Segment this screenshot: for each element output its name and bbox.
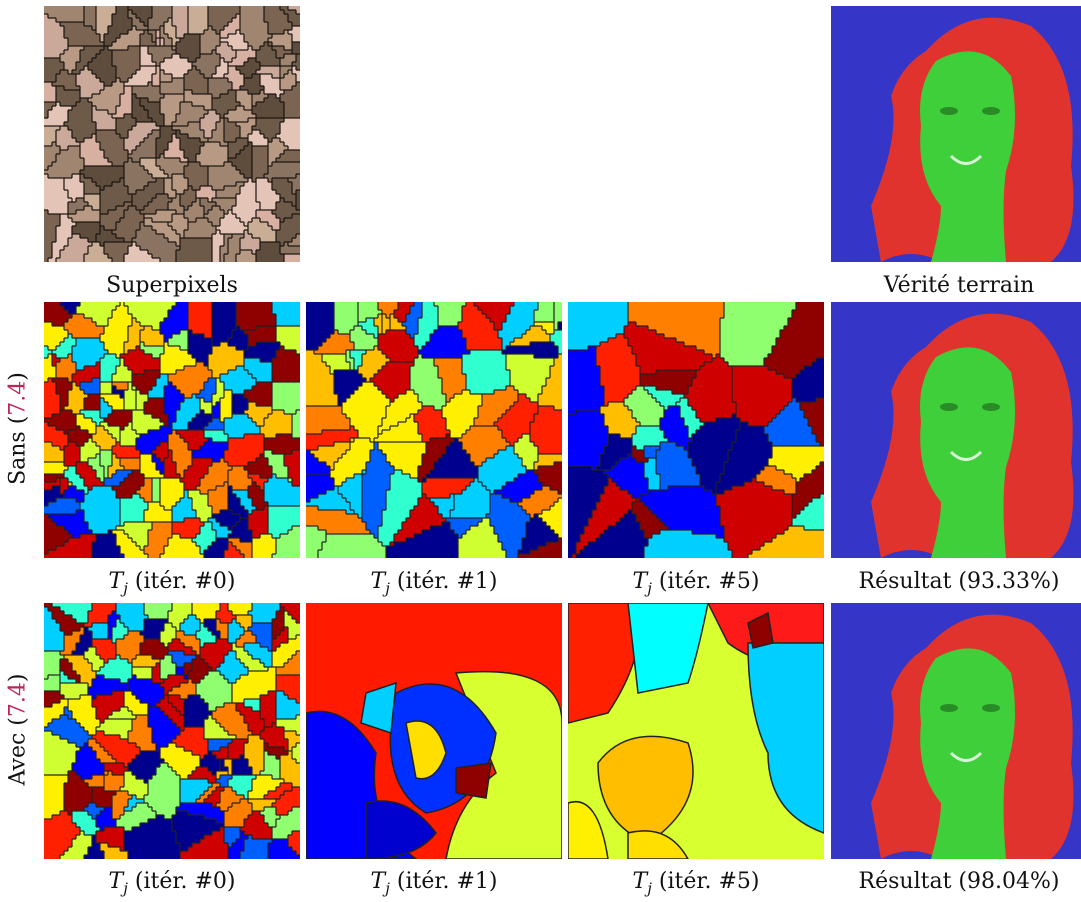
row1-result-panel (831, 302, 1081, 558)
row1-iter5-panel (568, 302, 824, 558)
superpixels-caption: Superpixels (22, 272, 322, 300)
row-label-sans: Sans (7.4) (6, 319, 31, 539)
ground-truth-caption: Vérité terrain (809, 272, 1081, 300)
row2-iter5-panel (568, 603, 824, 859)
row2-caption-iter5: Tj (itér. #5) (546, 868, 846, 902)
row1-iter1-panel (306, 302, 562, 558)
superpixels-image (44, 6, 300, 262)
row2-iter1-panel (306, 603, 562, 859)
row1-iter0-panel (44, 302, 300, 558)
row2-iter0-panel (44, 603, 300, 859)
row2-result-panel (831, 603, 1081, 859)
row1-caption-result: Résultat (93.33%) (809, 568, 1081, 596)
row2-caption-iter1: Tj (itér. #1) (284, 868, 584, 902)
row1-caption-iter1: Tj (itér. #1) (284, 568, 584, 602)
row2-caption-result: Résultat (98.04%) (809, 868, 1081, 896)
row2-caption-iter0: Tj (itér. #0) (22, 868, 322, 902)
row1-caption-iter5: Tj (itér. #5) (546, 568, 846, 602)
row-label-avec: Avec (7.4) (6, 620, 31, 840)
row1-caption-iter0: Tj (itér. #0) (22, 568, 322, 602)
ground-truth-image (831, 6, 1081, 262)
